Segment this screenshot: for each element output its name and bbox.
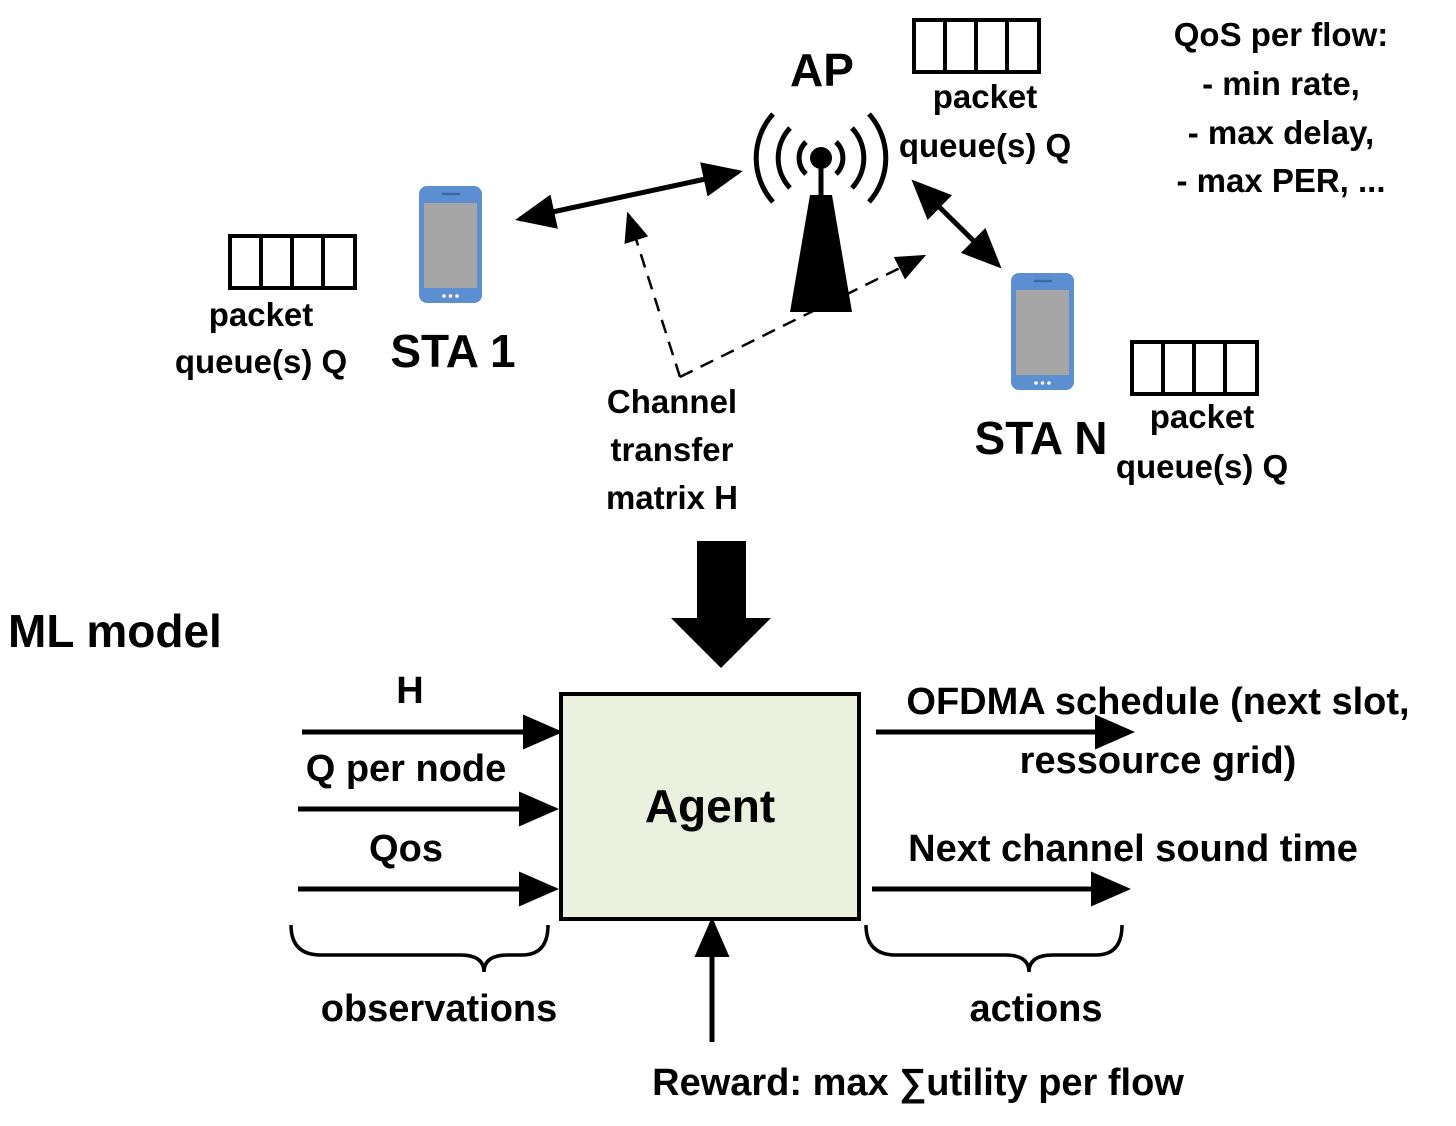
actions-label: actions xyxy=(969,988,1102,1030)
channel-label-2: transfer xyxy=(611,431,734,468)
stan-queue-label-1: packet xyxy=(1150,398,1255,435)
observations-brace xyxy=(289,924,550,973)
actions-brace xyxy=(864,924,1124,973)
output-sound-time-label: Next channel sound time xyxy=(908,828,1358,870)
channel-label-1: Channel xyxy=(607,383,737,420)
sta1-queue-label-1: packet xyxy=(209,296,314,333)
qos-max-delay: - max delay, xyxy=(1188,114,1374,151)
input-qos-label: Qos xyxy=(369,828,443,870)
sta1-smartphone-icon xyxy=(419,186,482,303)
sta1-label: STA 1 xyxy=(390,325,515,377)
qos-title: QoS per flow: xyxy=(1174,16,1389,53)
stan-queue-label-2: queue(s) Q xyxy=(1116,448,1288,485)
output-schedule-label-2: ressource grid) xyxy=(1020,740,1297,782)
input-h-label: H xyxy=(396,670,423,712)
qos-min-rate: - min rate, xyxy=(1202,65,1360,102)
channel-arrow-to-sta1 xyxy=(624,211,682,378)
ml-model-title: ML model xyxy=(8,605,222,657)
qos-max-per: - max PER, ... xyxy=(1176,162,1385,199)
ap-queue-label-2: queue(s) Q xyxy=(899,127,1071,164)
ap-label: AP xyxy=(790,44,854,96)
output-schedule-label-1: OFDMA schedule (next slot, xyxy=(906,681,1409,723)
access-point-tower-icon xyxy=(753,112,889,312)
stan-smartphone-icon xyxy=(1011,273,1074,390)
channel-to-agent-arrow xyxy=(671,541,771,668)
input-q-label: Q per node xyxy=(306,748,507,790)
sta1-queue-label-2: queue(s) Q xyxy=(175,343,347,380)
agent-label: Agent xyxy=(645,780,775,832)
agent-box xyxy=(559,692,861,921)
stan-label: STA N xyxy=(975,412,1108,464)
ap-stan-link-arrow xyxy=(911,179,1002,269)
ap-packet-queue-icon xyxy=(912,18,1041,74)
sta1-packet-queue-icon xyxy=(228,234,357,290)
stan-packet-queue-icon xyxy=(1130,340,1259,396)
sta1-ap-link-arrow xyxy=(515,162,743,229)
ap-queue-label-1: packet xyxy=(933,78,1038,115)
observations-label: observations xyxy=(321,988,558,1030)
reward-label: Reward: max ∑utility per flow xyxy=(652,1062,1184,1104)
channel-label-3: matrix H xyxy=(606,479,738,516)
